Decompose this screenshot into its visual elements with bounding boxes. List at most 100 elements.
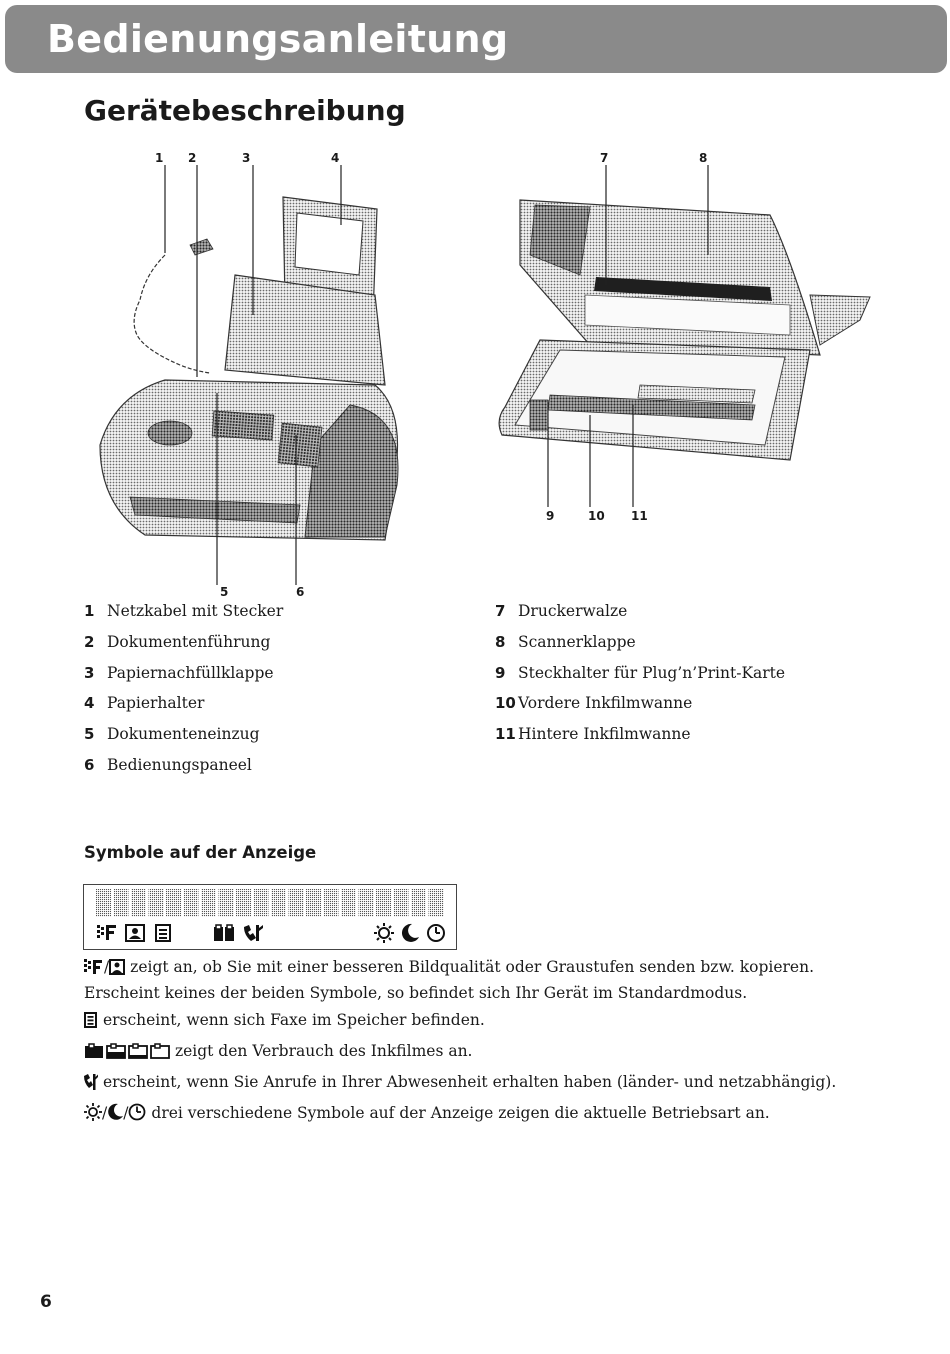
legend-number: 9: [495, 662, 518, 684]
section-title: Gerätebeschreibung: [84, 94, 406, 127]
lcd-character-cell: [376, 889, 391, 917]
legend-label: Hintere Inkfilmwanne: [518, 725, 691, 743]
lcd-character-cell: [341, 889, 356, 917]
symbols-title: Symbole auf der Anzeige: [84, 843, 316, 862]
moon-icon: [107, 1103, 123, 1128]
legend-number: 4: [84, 692, 107, 714]
legend-number: 11: [495, 723, 518, 745]
lcd-character-cell: [411, 889, 426, 917]
legend-number: 8: [495, 631, 518, 653]
lcd-character-cell: [219, 889, 234, 917]
page-number: 6: [40, 1292, 52, 1312]
moon-icon: [402, 924, 419, 942]
legend-label: Papiernachfüllklappe: [107, 664, 274, 682]
callout-7: 7: [600, 151, 608, 165]
callout-4: 4: [331, 151, 339, 165]
missed-call-icon: [84, 1074, 98, 1097]
lcd-character-cell: [429, 889, 444, 917]
callout-10: 10: [588, 509, 605, 523]
legend-number: 10: [495, 692, 518, 714]
fax-interior-illustration: 7 8 9 10 11: [490, 145, 880, 530]
lcd-character-cell: [114, 889, 129, 917]
lcd-matrix: [84, 885, 456, 949]
inkfilm-level-icon: [214, 925, 234, 941]
fax-exterior-drawing: [85, 145, 415, 605]
legend-label: Druckerwalze: [518, 602, 627, 620]
header-bar: Bedienungsanleitung: [5, 5, 947, 73]
lcd-character-cell: [236, 889, 251, 917]
sun-icon: [84, 1103, 102, 1128]
desc-quality: / zeigt an, ob Sie mit einer besseren Bi…: [84, 956, 884, 1004]
callout-8: 8: [699, 151, 707, 165]
desc-memory: erscheint, wenn sich Faxe im Speicher be…: [84, 1009, 884, 1035]
sun-icon: [374, 923, 394, 943]
desc-inkfilm: zeigt den Verbrauch des Inkfilmes an.: [84, 1040, 884, 1066]
clock-icon: [128, 1103, 146, 1128]
legend-number: 5: [84, 723, 107, 745]
desc-quality-text: zeigt an, ob Sie mit einer besseren Bild…: [84, 958, 814, 1002]
legend-number: 6: [84, 754, 107, 776]
legend-label: Dokumenteneinzug: [107, 725, 260, 743]
legend-label: Bedienungspaneel: [107, 756, 252, 774]
callout-3: 3: [242, 151, 250, 165]
lcd-character-cell: [201, 889, 216, 917]
legend-label: Papierhalter: [107, 694, 204, 712]
lcd-character-cell: [184, 889, 199, 917]
callout-9: 9: [546, 509, 554, 523]
fax-interior-drawing: [490, 145, 880, 530]
photo-icon: [109, 959, 125, 982]
lcd-character-cell: [324, 889, 339, 917]
lcd-character-cell: [166, 889, 181, 917]
desc-memory-text: erscheint, wenn sich Faxe im Speicher be…: [103, 1011, 485, 1029]
desc-calls: erscheint, wenn Sie Anrufe in Ihrer Abwe…: [84, 1071, 884, 1097]
fax-memory-icon: [84, 1012, 98, 1035]
callout-6: 6: [296, 585, 304, 599]
desc-mode-text: drei verschiedene Symbole auf der Anzeig…: [151, 1104, 769, 1122]
fax-memory-icon: [156, 925, 170, 941]
callout-11: 11: [631, 509, 648, 523]
legend-label: Vordere Inkfilmwanne: [518, 694, 692, 712]
desc-inkfilm-text: zeigt den Verbrauch des Inkfilmes an.: [175, 1042, 473, 1060]
clock-icon: [428, 925, 444, 941]
lcd-character-cell: [149, 889, 164, 917]
fax-exterior-illustration: 1 2 3 4 5 6: [85, 145, 415, 605]
lcd-character-cell: [394, 889, 409, 917]
photo-icon: [126, 925, 144, 941]
lcd-character-cell: [254, 889, 269, 917]
lcd-character-cell: [131, 889, 146, 917]
fine-resolution-icon: [97, 925, 116, 940]
callout-2: 2: [188, 151, 196, 165]
legend-label: Dokumentenführung: [107, 633, 270, 651]
callout-5: 5: [220, 585, 228, 599]
lcd-display: [83, 884, 457, 950]
lcd-character-cell: [289, 889, 304, 917]
lcd-character-cell: [271, 889, 286, 917]
inkfilm-level-icon: [84, 1043, 170, 1066]
legend-number: 3: [84, 662, 107, 684]
fine-resolution-icon: [84, 959, 104, 982]
legend-number: 7: [495, 600, 518, 622]
lcd-character-cell: [359, 889, 374, 917]
header-title: Bedienungsanleitung: [47, 17, 508, 61]
legend-label: Netzkabel mit Stecker: [107, 602, 283, 620]
missed-call-icon: [244, 925, 263, 941]
desc-calls-text: erscheint, wenn Sie Anrufe in Ihrer Abwe…: [103, 1073, 836, 1091]
desc-mode: / / drei verschiedene Symbole auf der An…: [84, 1102, 884, 1128]
legend-number: 2: [84, 631, 107, 653]
legend-number: 1: [84, 600, 107, 622]
lcd-character-cell: [306, 889, 321, 917]
legend-label: Steckhalter für Plug’n’Print-Karte: [518, 664, 785, 682]
